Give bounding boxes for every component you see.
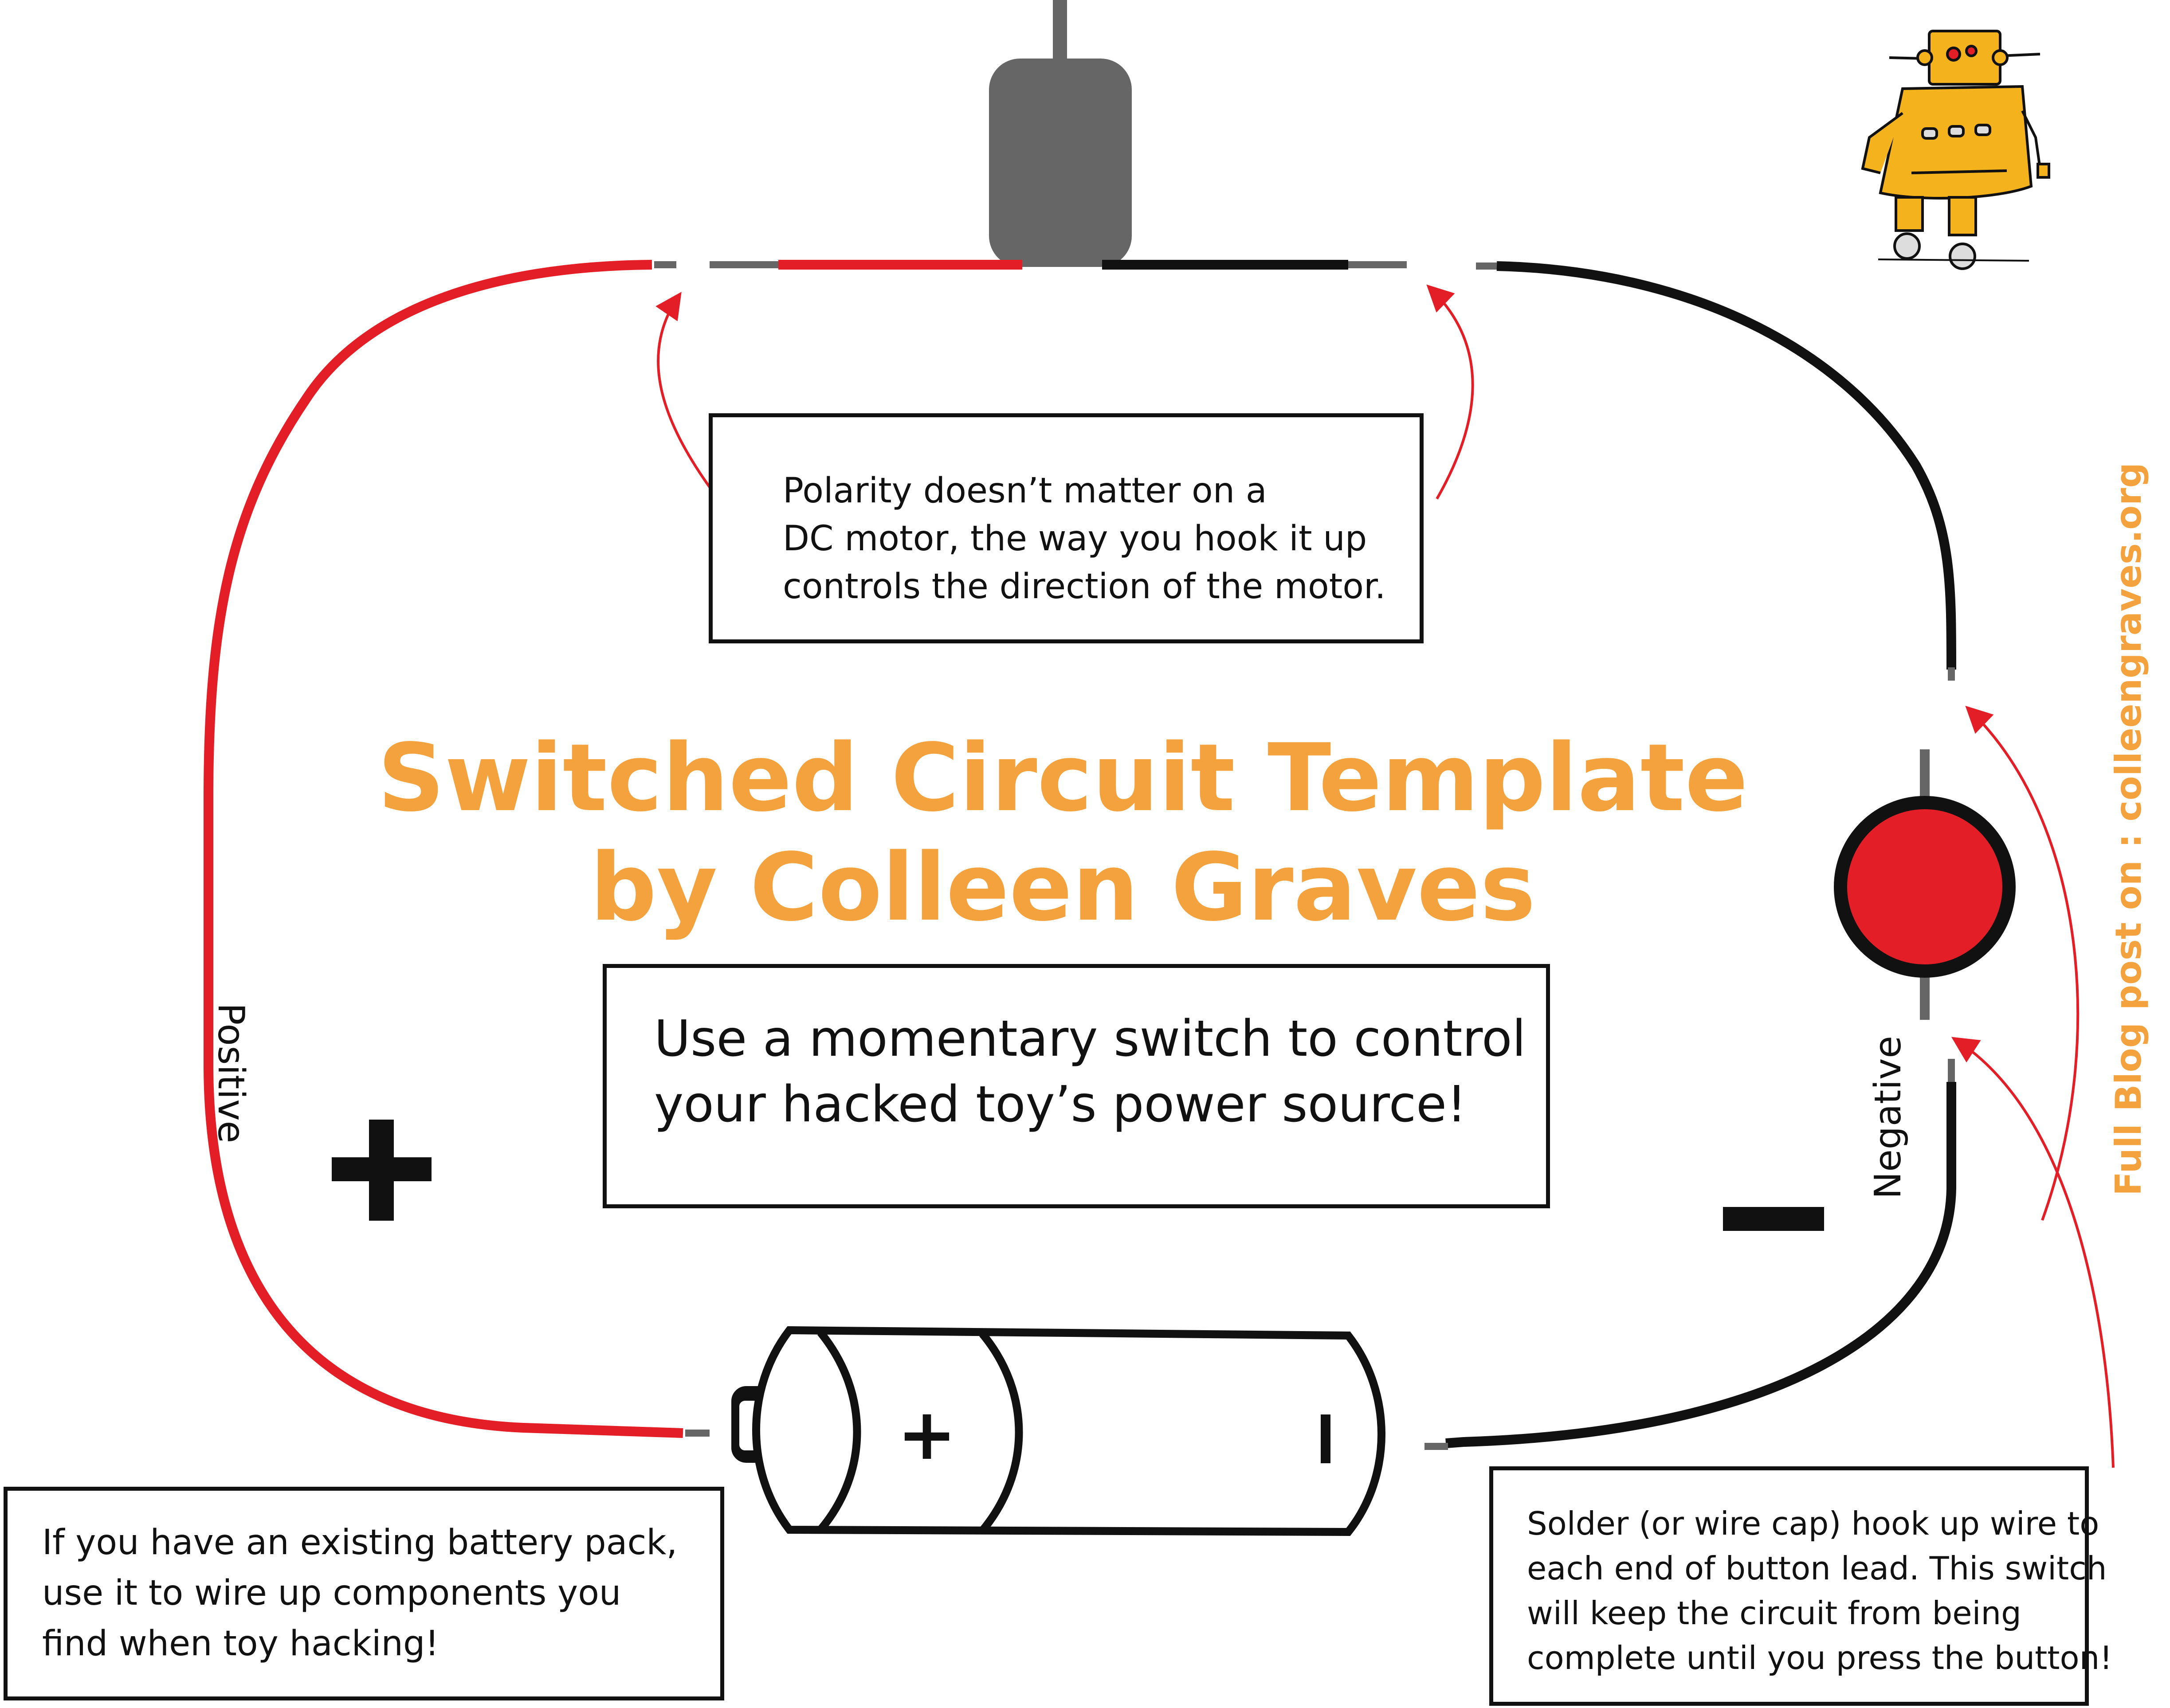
negative-wire-bottom (1424, 1059, 1956, 1450)
arrow-to-left-motor-lead (655, 292, 716, 495)
plus-icon (332, 1120, 432, 1221)
battery-body (752, 1326, 1385, 1536)
battery-note-line: use it to wire up components you (42, 1573, 621, 1613)
polarity-note: Polarity doesn’t matter on a DC motor, t… (709, 413, 1424, 643)
solder-note-line: will keep the circuit from being (1527, 1594, 2021, 1632)
negative-label: Negative (1867, 1036, 1909, 1199)
push-button (1834, 749, 2016, 1020)
polarity-note-line: controls the direction of the motor. (783, 567, 1386, 607)
title-line-1: Switched Circuit Template (377, 724, 1748, 832)
negative-wire-top (1476, 261, 1956, 681)
motor-body (989, 59, 1132, 267)
robot-logo-icon (1861, 30, 2050, 270)
red-button-icon (1834, 796, 2016, 978)
polarity-note-line: Polarity doesn’t matter on a (783, 471, 1267, 511)
battery-minus-sign (1321, 1414, 1330, 1463)
arrow-to-lower-button-lead (1951, 1037, 2115, 1468)
arrow-to-right-motor-lead (1426, 284, 1474, 500)
blog-link[interactable]: Full Blog post on : colleengraves.org (2108, 462, 2149, 1196)
arrow-to-upper-button-lead (1965, 705, 2080, 1221)
title-line-2: by Colleen Graves (590, 833, 1536, 942)
dc-motor (989, 0, 1132, 267)
solder-note: Solder (or wire cap) hook up wire to eac… (1489, 1466, 2113, 1706)
annotation-arrows (655, 284, 2115, 1468)
battery: + (731, 1326, 1385, 1536)
switch-note-line: Use a momentary switch to control (654, 1010, 1526, 1068)
solder-note-line: complete until you press the button! (1527, 1639, 2113, 1677)
positive-label: Positive (210, 1003, 252, 1144)
solder-note-line: Solder (or wire cap) hook up wire to (1527, 1505, 2099, 1542)
switch-note-line: your hacked toy’s power source! (654, 1076, 1467, 1133)
battery-note-line: find when toy hacking! (42, 1624, 439, 1664)
switch-note: Use a momentary switch to control your h… (603, 964, 1550, 1208)
polarity-note-line: DC motor, the way you hook it up (783, 519, 1367, 559)
battery-pack-note: If you have an existing battery pack, us… (4, 1487, 724, 1700)
solder-note-line: each end of button lead. This switch (1527, 1550, 2107, 1587)
battery-plus-sign: + (897, 1393, 957, 1476)
minus-icon (1723, 1207, 1824, 1231)
positive-wire (204, 260, 710, 1438)
battery-note-line: If you have an existing battery pack, (42, 1523, 678, 1563)
